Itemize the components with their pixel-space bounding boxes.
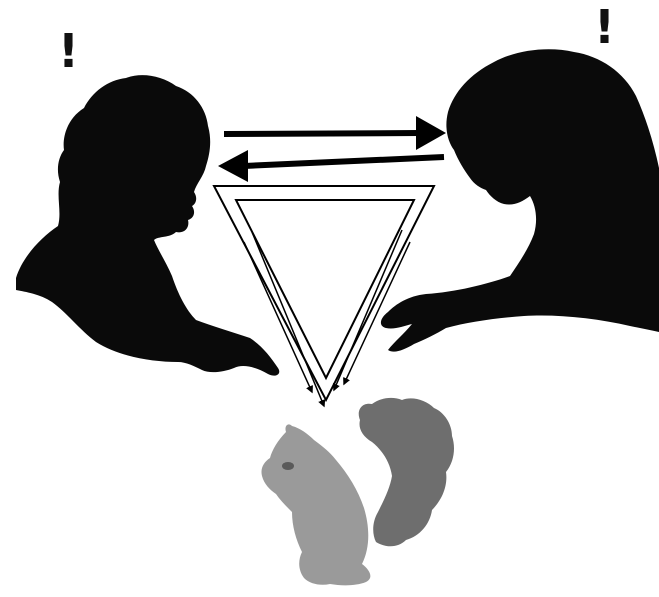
arrow-right-to-left	[244, 157, 444, 166]
arrow-left-to-right	[224, 133, 420, 134]
arrowhead-right	[416, 116, 446, 150]
attention-triangle	[214, 186, 434, 400]
squirrel-tail	[359, 398, 454, 546]
arrowhead-left	[218, 150, 248, 182]
exclamation-left: !	[58, 28, 79, 74]
squirrel-eye	[282, 462, 294, 470]
squirrel-icon	[261, 398, 454, 585]
mutual-gaze-arrows	[218, 116, 446, 182]
squirrel-body	[261, 424, 370, 585]
exclamation-right: !	[594, 4, 615, 50]
